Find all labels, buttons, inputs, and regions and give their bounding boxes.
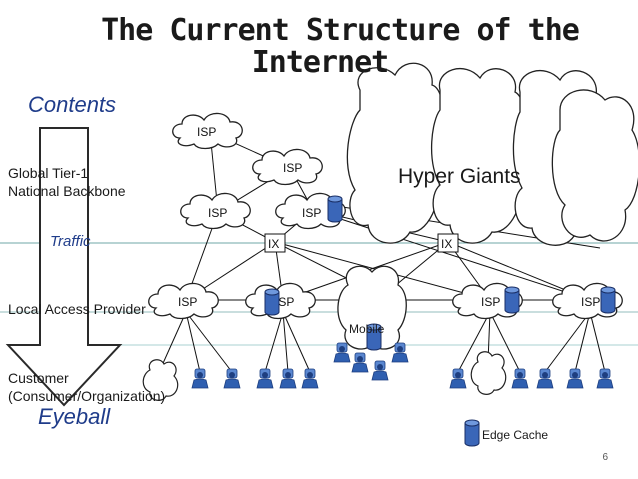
mobile-label: Mobile [349, 322, 385, 336]
eyeball-label: Eyeball [38, 404, 111, 429]
isp-label: ISP [197, 125, 216, 139]
customer-type-label: (Consumer/Organization) [8, 388, 166, 404]
cloud-icon [551, 89, 638, 242]
page-title: The Current Structure of the [101, 13, 580, 48]
database-icon [264, 288, 280, 316]
isp-label: ISP [302, 206, 321, 220]
ix-box [437, 233, 459, 253]
person-icon [333, 342, 351, 363]
cloud-icon [337, 265, 407, 350]
page-title-line2: Internet [251, 45, 390, 80]
isp-label: ISP [581, 295, 600, 309]
national-backbone-label: National Backbone [8, 183, 126, 199]
isp-label: ISP [275, 295, 294, 309]
isp-label: ISP [178, 295, 197, 309]
ix-label: IX [441, 237, 452, 251]
person-icon [301, 368, 319, 389]
database-icon [600, 286, 616, 314]
person-icon [191, 368, 209, 389]
person-icon [223, 368, 241, 389]
person-icon [536, 368, 554, 389]
local-access-label: Local Access Provider [8, 301, 146, 317]
hyper-giant-clouds [346, 62, 638, 246]
ix-box [264, 233, 286, 253]
database-icon [464, 419, 480, 447]
traffic-label: Traffic [50, 233, 91, 250]
database-icon [504, 286, 520, 314]
isp-label: ISP [208, 206, 227, 220]
cloud-icon [470, 351, 507, 395]
page-number: 6 [602, 452, 608, 463]
person-icon [279, 368, 297, 389]
person-icon [511, 368, 529, 389]
isp-label: ISP [481, 295, 500, 309]
database-icon [327, 195, 343, 223]
cloud-icon [142, 359, 179, 401]
person-icon [449, 368, 467, 389]
person-icon [256, 368, 274, 389]
edge-cache-label: Edge Cache [482, 428, 549, 442]
global-tier-label: Global Tier-1 [8, 165, 89, 181]
person-icon [596, 368, 614, 389]
cloud-icon [346, 62, 444, 244]
person-icon [351, 352, 369, 373]
cloud-icon [430, 68, 527, 244]
ix-label: IX [268, 237, 279, 251]
arrow-down-icon [5, 127, 123, 407]
person-icon [371, 360, 389, 381]
person-icon [566, 368, 584, 389]
customer-label: Customer [8, 370, 69, 386]
hyper-giants-label: Hyper Giants [398, 165, 521, 188]
isp-label: ISP [283, 161, 302, 175]
contents-label: Contents [28, 92, 117, 117]
